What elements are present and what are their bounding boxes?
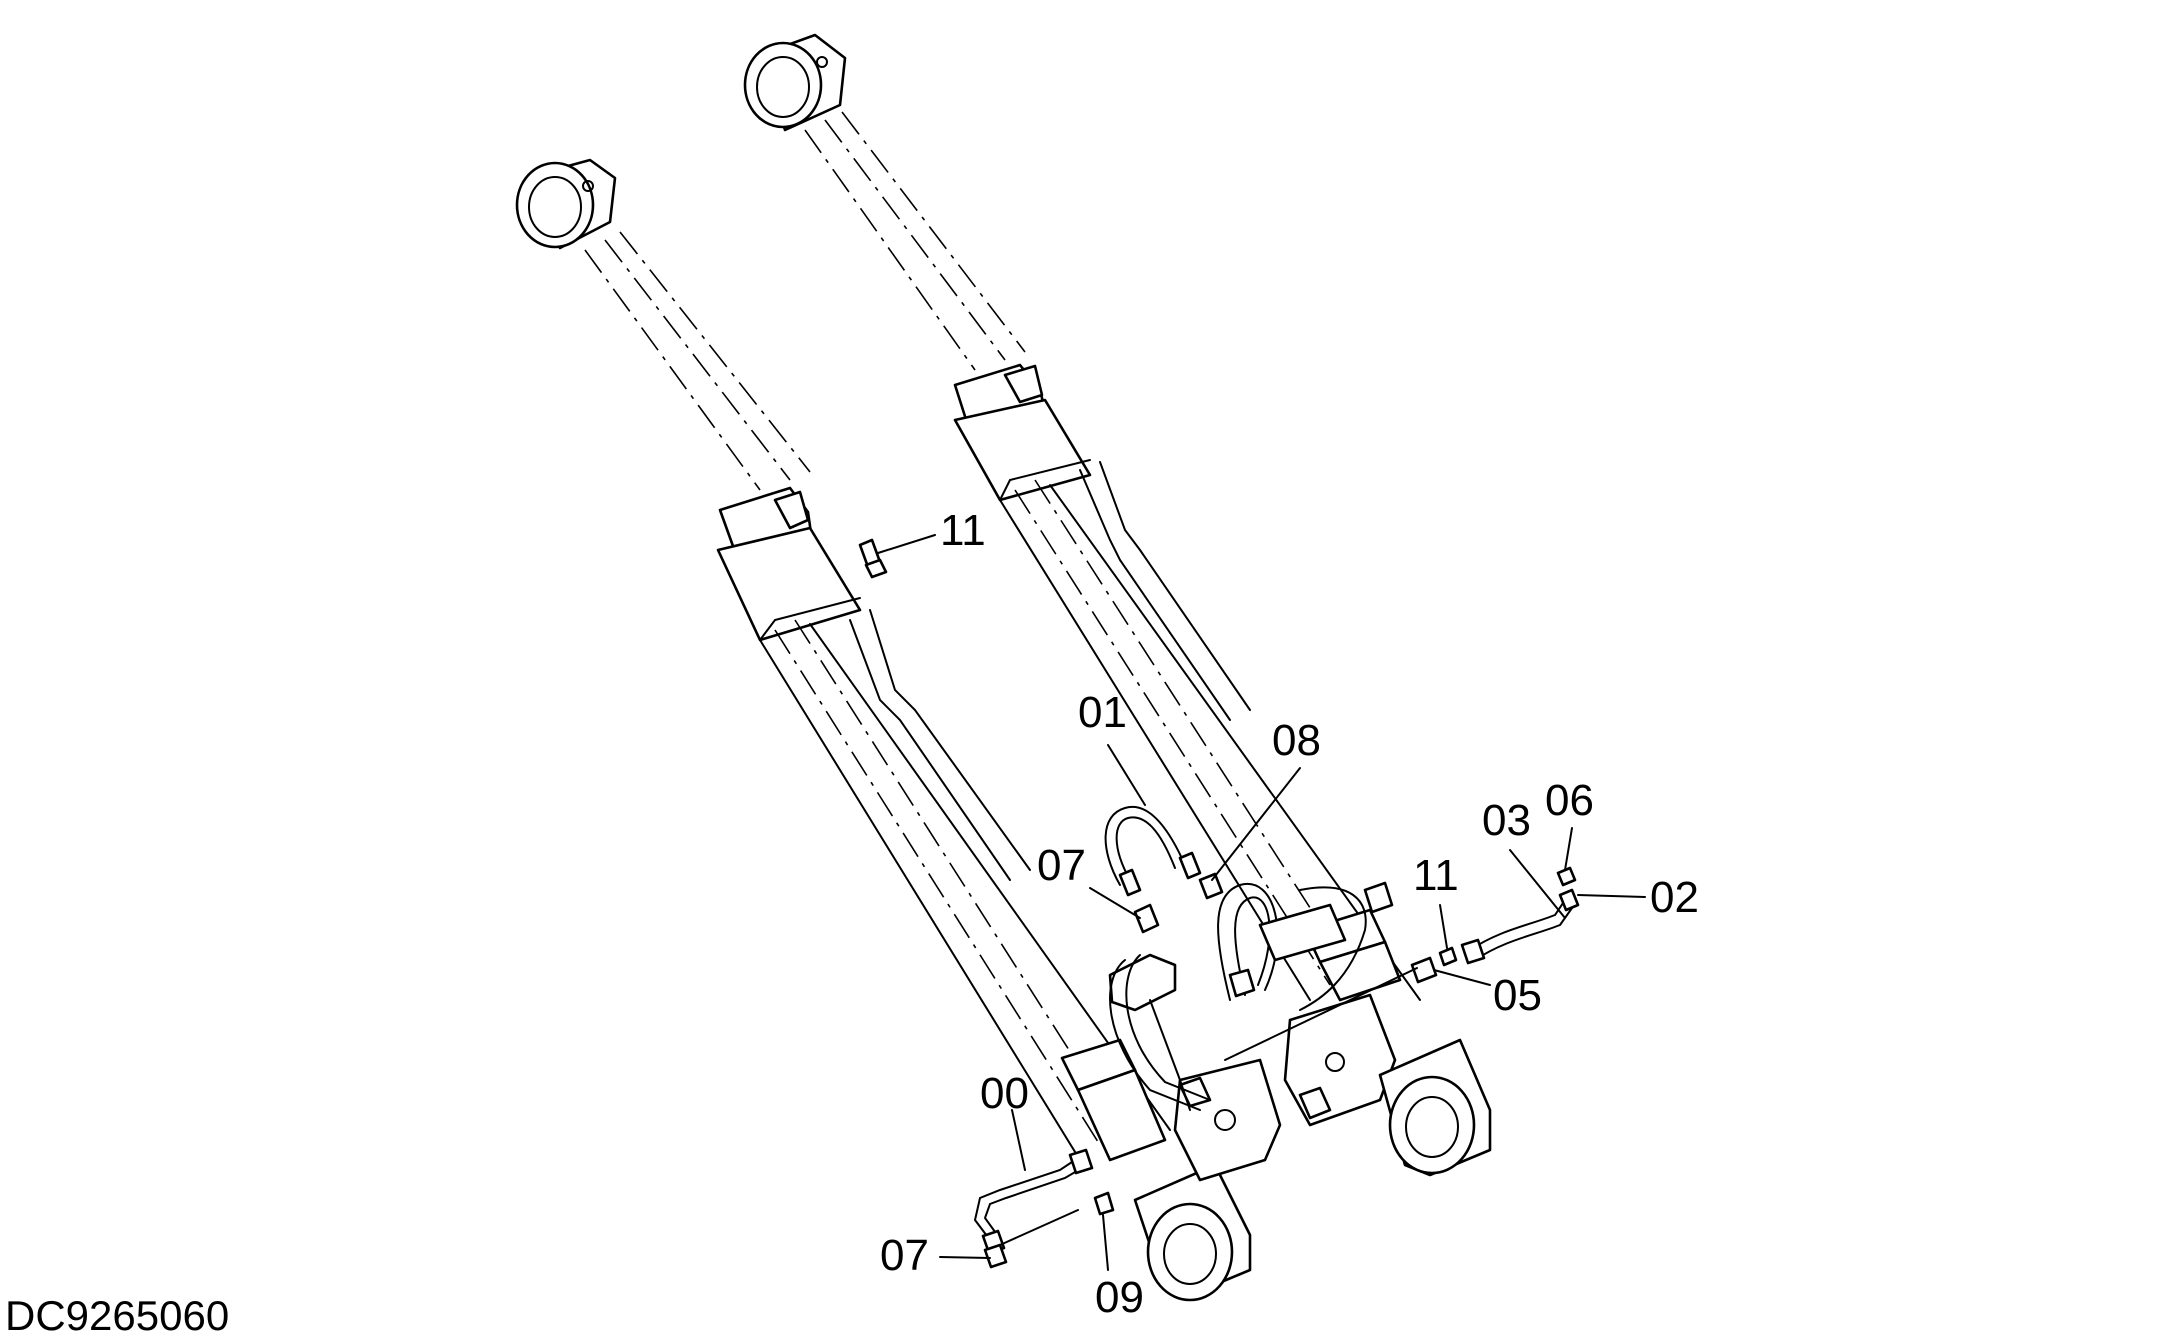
part-07-fitting-lower: [983, 1243, 1008, 1269]
left-valve-block: [1173, 1058, 1282, 1182]
callout-05: 05: [1493, 971, 1542, 1020]
leader-lines: [877, 534, 1646, 1271]
right-rod: [804, 111, 1026, 371]
part-01-hose: [1104, 805, 1202, 897]
part-11-fitting-upper: [858, 538, 888, 579]
callout-02: 02: [1650, 873, 1699, 922]
callout-03: 03: [1482, 796, 1531, 845]
pipe-loop-left: [1108, 953, 1211, 1111]
part-06-fitting: [1556, 866, 1577, 887]
callout-06: 06: [1545, 776, 1594, 825]
right-bottom-eye: [1378, 1038, 1492, 1177]
callout-07-upper: 07: [1037, 841, 1086, 890]
left-bottom-eye: [1133, 1163, 1252, 1302]
callout-09: 09: [1095, 1273, 1144, 1322]
right-cylinder: [743, 33, 1492, 1177]
right-top-eye: [743, 33, 847, 132]
callout-08: 08: [1272, 716, 1321, 765]
part-02-fitting: [1558, 888, 1580, 912]
left-barrel: [759, 609, 1171, 1161]
callout-00: 00: [980, 1069, 1029, 1118]
left-cylinder: [515, 158, 1252, 1302]
left-top-eye: [515, 158, 617, 250]
part-09-fitting: [1093, 1191, 1115, 1216]
callout-11-upper: 11: [940, 506, 986, 555]
left-rod: [584, 231, 811, 491]
right-gland: [953, 363, 1092, 502]
callout-11-right: 11: [1413, 851, 1459, 900]
part-11-fitting-right: [1438, 946, 1458, 967]
part-03-hose: [1460, 899, 1573, 965]
part-05-fitting: [1410, 956, 1438, 984]
drawing-code: DC9265060: [5, 1292, 229, 1339]
left-gland: [716, 486, 862, 642]
part-07-fitting-upper: [1133, 903, 1160, 934]
callout-01: 01: [1078, 688, 1127, 737]
callout-07-lower: 07: [880, 1231, 929, 1280]
right-valve-block: [1283, 993, 1397, 1127]
pipe-loop-right: [1217, 882, 1367, 1011]
part-08-fitting: [1198, 872, 1224, 900]
part-00-tube: [973, 1148, 1094, 1255]
